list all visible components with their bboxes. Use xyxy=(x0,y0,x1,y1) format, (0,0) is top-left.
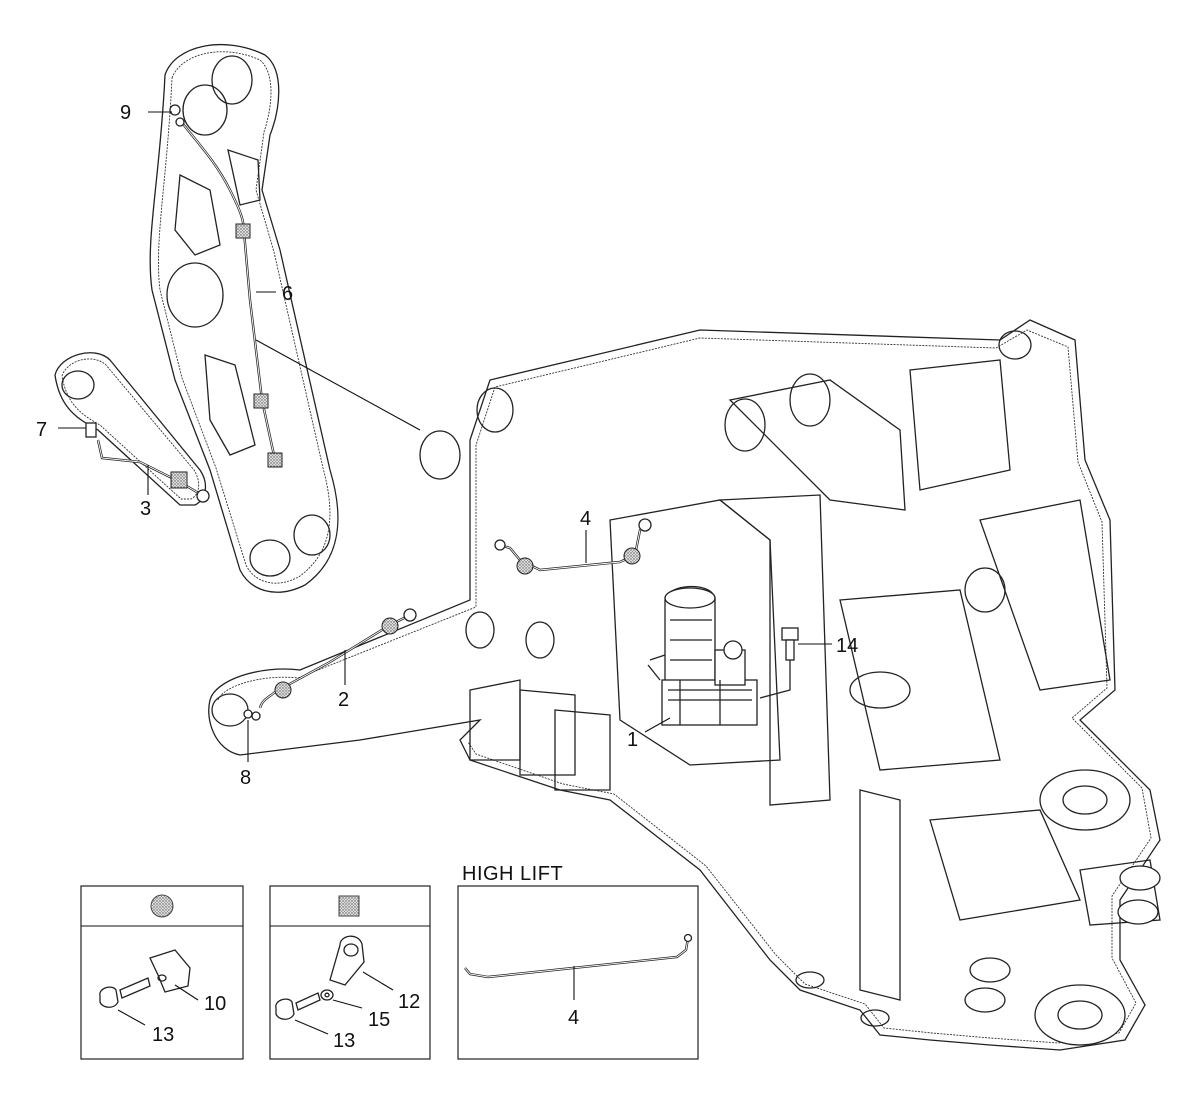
grease-fitting-7 xyxy=(85,422,97,438)
inset-callout-13: 13 xyxy=(152,1024,174,1046)
round-clamp xyxy=(516,557,534,575)
round-clamp-symbol xyxy=(150,894,174,918)
round-clamp xyxy=(381,617,399,635)
lift-arm xyxy=(149,43,339,593)
inset-callout-4: 4 xyxy=(568,1007,579,1029)
callout-7: 7 xyxy=(36,419,47,441)
callout-9: 9 xyxy=(120,102,131,124)
hose-3 xyxy=(96,439,210,503)
hose-2 xyxy=(258,608,417,709)
callout-14: 14 xyxy=(836,635,858,657)
round-clamp xyxy=(274,681,292,699)
callout-3: 3 xyxy=(140,498,151,520)
front-frame xyxy=(208,319,1161,1051)
round-clamp xyxy=(623,547,641,565)
callout-2: 2 xyxy=(338,689,349,711)
inset-callout-10: 10 xyxy=(204,993,226,1015)
callout-4: 4 xyxy=(580,508,591,530)
hose-6 xyxy=(179,119,277,461)
lubrication-pump xyxy=(647,585,758,726)
callout-6: 6 xyxy=(282,283,293,305)
inset-callout-15: 15 xyxy=(368,1009,390,1031)
inset-callout-13-b: 13 xyxy=(333,1030,355,1052)
square-clamp xyxy=(235,223,251,239)
inset-title-high-lift: HIGH LIFT xyxy=(462,863,563,885)
inset-square-clamp: 12 15 13 xyxy=(269,885,431,1060)
inset-high-lift: HIGH LIFT 4 xyxy=(457,863,699,1060)
square-clamp xyxy=(267,452,283,468)
square-clamp xyxy=(253,393,269,409)
grease-fitting-9 xyxy=(169,104,185,127)
inset-callout-12: 12 xyxy=(398,991,420,1013)
inset-round-clamp: 10 13 xyxy=(80,885,244,1060)
square-clamp-symbol xyxy=(338,895,360,917)
grease-fitting-8 xyxy=(243,709,261,721)
callout-1: 1 xyxy=(627,729,638,751)
square-clamp xyxy=(170,471,188,489)
hose-4 xyxy=(494,518,652,575)
grease-fitting-14 xyxy=(781,627,799,661)
callout-8: 8 xyxy=(240,767,251,789)
